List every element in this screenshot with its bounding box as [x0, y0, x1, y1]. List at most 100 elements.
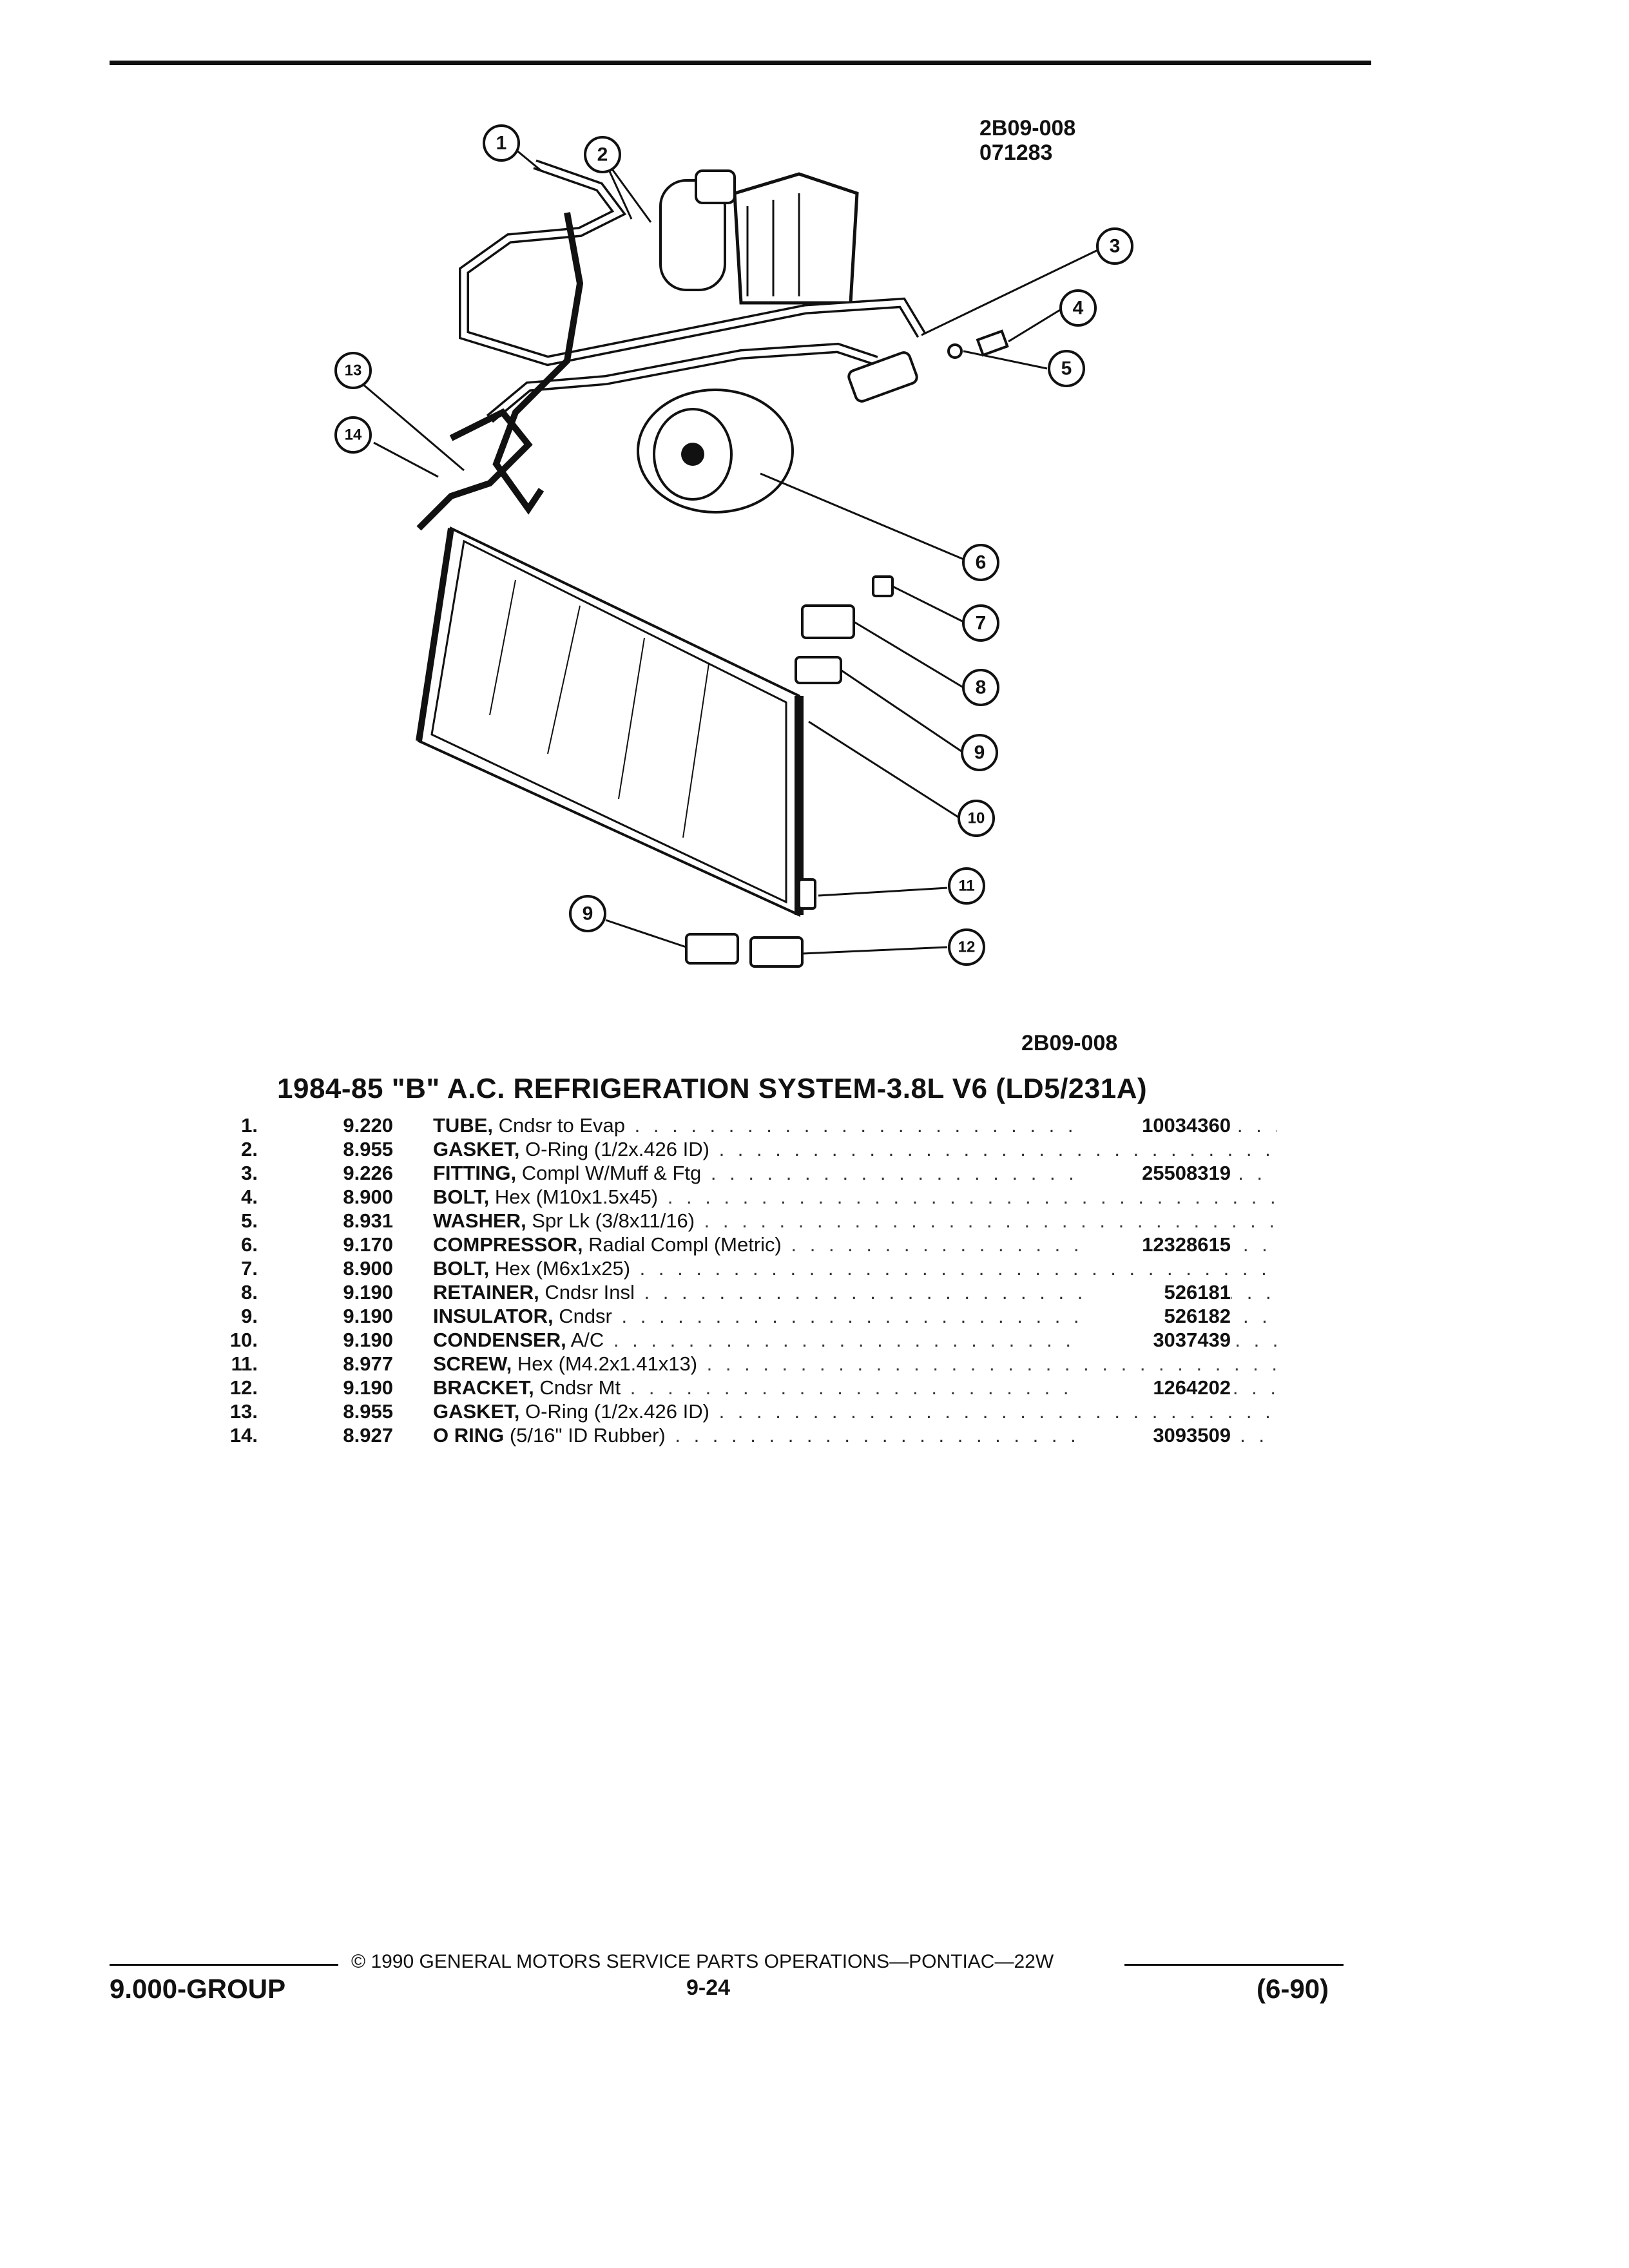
revision-date: (6-90) — [1257, 1974, 1329, 2004]
callout-11: 11 — [948, 867, 985, 905]
leader-dots: . . . . . . . . . . . . . . . . . . . . … — [639, 1257, 1277, 1280]
callout-9: 9 — [961, 734, 998, 771]
part-name: WASHER, — [433, 1209, 526, 1232]
fitting-assembly — [847, 329, 1009, 403]
part-name: INSULATOR, — [433, 1305, 554, 1327]
part-name: COMPRESSOR, — [433, 1233, 583, 1256]
ac-system-diagram: 1 2 3 4 5 6 7 8 9 10 11 12 9 13 14 — [334, 124, 1133, 968]
group-ref: 9.190 — [343, 1329, 393, 1351]
callout-12: 12 — [948, 928, 985, 966]
hose-lines — [416, 159, 926, 531]
item-number: 3. — [241, 1162, 258, 1184]
part-name: GASKET, — [433, 1400, 520, 1423]
leader-dots: . . . . . . . . . . . . . . . . . . . . … — [704, 1209, 1277, 1232]
leader-dots: . . . . . . . . . . . . . . . . . . . . … — [667, 1186, 1277, 1208]
diagram-code-block: 2B09-008 071283 — [979, 116, 1075, 165]
group-ref: 8.977 — [343, 1352, 393, 1375]
group-ref: 8.900 — [343, 1186, 393, 1208]
leader-dots: . . . . . . . . . . . . . . . . . . . . … — [718, 1400, 1277, 1423]
group-ref: 9.170 — [343, 1233, 393, 1256]
part-spec: A/C — [566, 1329, 604, 1351]
part-spec: Compl W/Muff & Ftg — [516, 1162, 702, 1184]
part-spec: Cndsr to Evap — [493, 1114, 626, 1137]
part-number: 3037439 — [1083, 1328, 1231, 1352]
part-spec: Spr Lk (3/8x11/16) — [526, 1209, 695, 1232]
callout-1: 1 — [483, 124, 520, 162]
leader-dots: . . . . . . . . . . . . . . . . . . . . … — [718, 1138, 1277, 1160]
part-number: 10034360 — [1083, 1113, 1231, 1137]
svg-text:4: 4 — [1073, 298, 1084, 319]
footer-rule-right — [1124, 1964, 1344, 1966]
footer-rule-left — [110, 1964, 338, 1966]
copyright-notice: © 1990 GENERAL MOTORS SERVICE PARTS OPER… — [351, 1951, 1054, 1972]
parts-list: 1. 9.220 TUBE, Cndsr to Evap . . . . . . .… — [193, 1113, 1277, 1447]
callout-7: 7 — [962, 604, 999, 642]
item-number: 1. — [241, 1114, 258, 1137]
condenser — [416, 526, 804, 918]
part-spec: O-Ring (1/2x.426 ID) — [519, 1138, 709, 1160]
leader-dots: . . . . . . . . . . . . . . . . . . . . … — [706, 1352, 1277, 1375]
part-name: SCREW, — [433, 1352, 512, 1375]
item-number: 14. — [229, 1424, 258, 1446]
diagram-code: 2B09-008 — [979, 116, 1076, 140]
group-label: 9.000-GROUP — [110, 1974, 286, 2004]
svg-text:10: 10 — [968, 810, 985, 827]
engine-block — [733, 172, 859, 305]
page-number: 9-24 — [686, 1975, 731, 2000]
part-number: 12328615 — [1083, 1233, 1231, 1256]
top-rule — [110, 61, 1371, 65]
svg-text:6: 6 — [976, 552, 987, 573]
diagram-code-bottom: 2B09-008 — [1021, 1031, 1118, 1055]
item-number: 10. — [229, 1329, 258, 1351]
part-name: BOLT, — [433, 1257, 490, 1280]
part-name: TUBE, — [433, 1114, 493, 1137]
svg-text:14: 14 — [345, 427, 362, 444]
callout-10: 10 — [958, 800, 995, 837]
part-name: BRACKET, — [433, 1376, 534, 1399]
callout-14: 14 — [334, 416, 372, 454]
callout-2: 2 — [584, 136, 621, 173]
accumulator — [659, 169, 736, 291]
svg-text:7: 7 — [976, 613, 987, 634]
part-spec: O-Ring (1/2x.426 ID) — [519, 1400, 709, 1423]
item-number: 12. — [229, 1376, 258, 1399]
group-ref: 9.190 — [343, 1281, 393, 1303]
group-ref: 8.900 — [343, 1257, 393, 1280]
item-number: 4. — [241, 1186, 258, 1208]
callout-9-lower: 9 — [569, 895, 606, 932]
part-spec: Hex (M6x1x25) — [489, 1257, 631, 1280]
item-number: 9. — [241, 1305, 258, 1327]
part-spec: Cndsr Insl — [539, 1281, 635, 1303]
callout-5: 5 — [1048, 350, 1085, 387]
part-name: CONDENSER, — [433, 1329, 566, 1351]
svg-text:11: 11 — [958, 878, 974, 895]
part-number: 25508319 — [1083, 1161, 1231, 1185]
group-ref: 9.220 — [343, 1114, 393, 1137]
item-number: 6. — [241, 1233, 258, 1256]
svg-text:3: 3 — [1110, 236, 1121, 257]
part-description: GASKET, O-Ring (1/2x.426 ID) . . . . . .… — [433, 1399, 1277, 1423]
svg-text:1: 1 — [496, 133, 507, 154]
svg-text:12: 12 — [958, 939, 976, 956]
part-name: RETAINER, — [433, 1281, 539, 1303]
part-number: 3093509 — [1083, 1423, 1231, 1447]
svg-text:5: 5 — [1061, 358, 1072, 380]
part-description: WASHER, Spr Lk (3/8x11/16) . . . . . . .… — [433, 1209, 1277, 1233]
svg-text:9: 9 — [974, 742, 985, 764]
callout-4: 4 — [1059, 289, 1097, 327]
page-title: 1984-85 "B" A.C. REFRIGERATION SYSTEM-3.… — [277, 1073, 1148, 1104]
part-number: 526182 — [1083, 1304, 1231, 1328]
svg-text:13: 13 — [345, 362, 362, 380]
part-number: 526181 — [1083, 1280, 1231, 1304]
item-number: 8. — [241, 1281, 258, 1303]
svg-text:2: 2 — [597, 144, 608, 166]
group-ref: 9.190 — [343, 1305, 393, 1327]
part-number: 1264202 — [1083, 1376, 1231, 1399]
